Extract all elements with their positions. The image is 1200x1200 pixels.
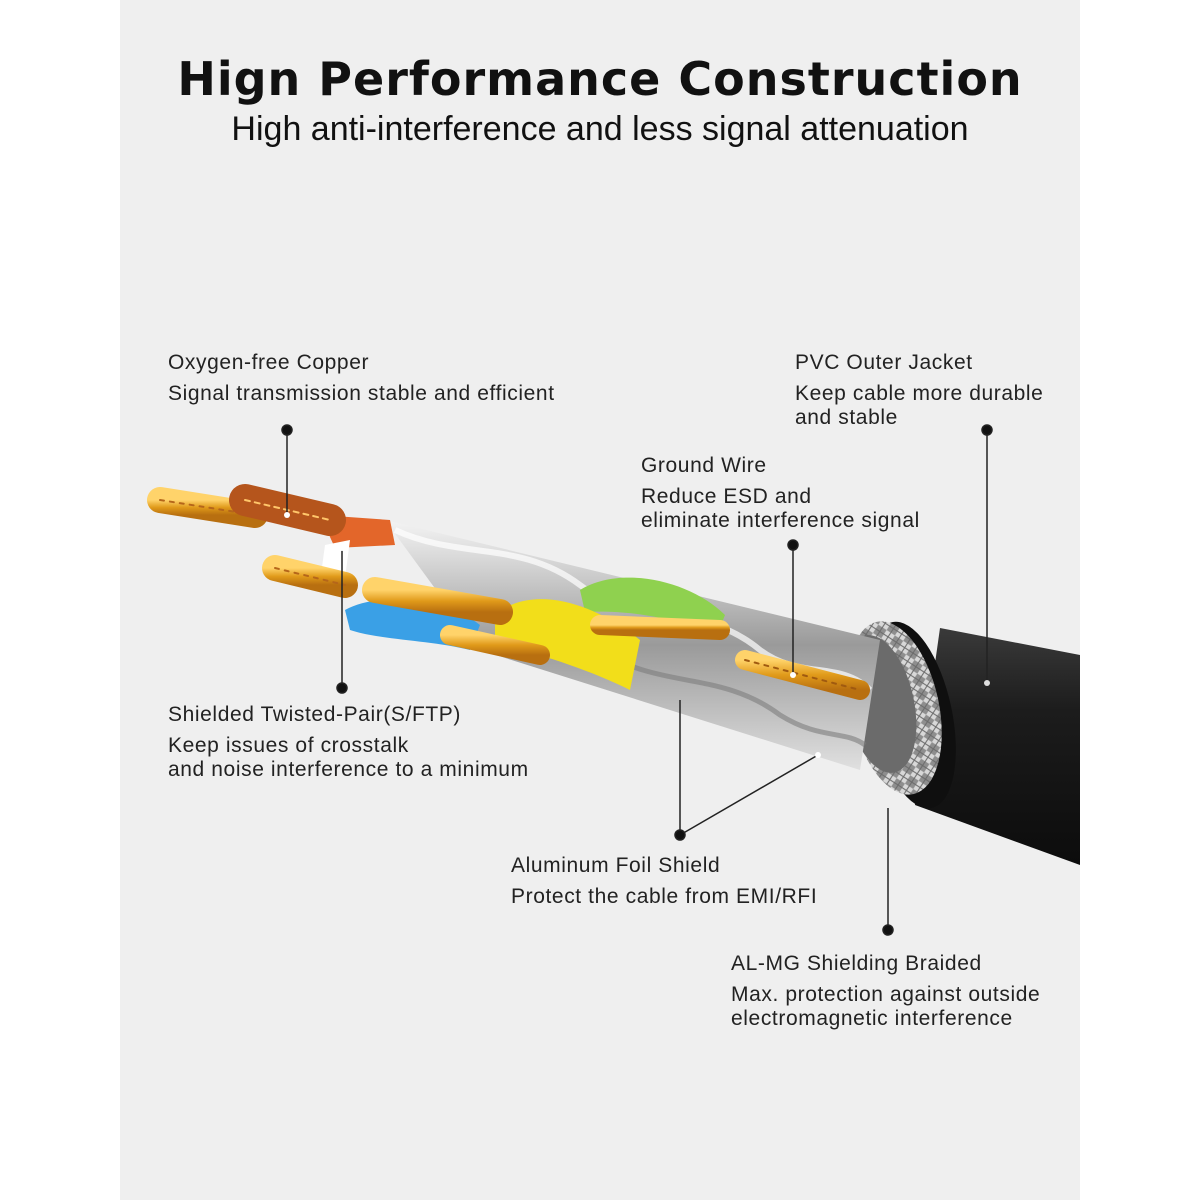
callout-title: Shielded Twisted-Pair(S/FTP) <box>168 703 462 726</box>
callout-oxygen-free-copper: Oxygen-free Copper Signal transmission s… <box>168 350 555 406</box>
callout-desc-line: and noise interference to a minimum <box>168 758 529 781</box>
callout-desc-line: Max. protection against outside <box>731 983 1041 1006</box>
callout-desc-line: and stable <box>795 406 898 429</box>
callout-desc-line: eliminate interference signal <box>641 509 920 532</box>
leader-lines <box>281 424 993 936</box>
callout-shielded-twisted-pair: Shielded Twisted-Pair(S/FTP) Keep issues… <box>168 702 529 782</box>
callout-desc-line: Keep cable more durable <box>795 382 1044 405</box>
callout-desc-line: Reduce ESD and <box>641 485 812 508</box>
callout-pvc-outer-jacket: PVC Outer Jacket Keep cable more durable… <box>795 350 1043 430</box>
callout-title: Ground Wire <box>641 454 767 477</box>
callout-desc-line: Signal transmission stable and efficient <box>168 382 555 405</box>
callout-aluminum-foil-shield: Aluminum Foil Shield Protect the cable f… <box>511 853 817 909</box>
callout-ground-wire: Ground Wire Reduce ESD and eliminate int… <box>641 453 920 533</box>
page-title: Hign Performance Construction <box>177 52 1023 106</box>
page-subtitle: High anti-interference and less signal a… <box>231 110 969 148</box>
callout-desc-line: Keep issues of crosstalk <box>168 734 409 757</box>
callout-desc-line: electromagnetic interference <box>731 1007 1013 1030</box>
callout-title: PVC Outer Jacket <box>795 351 973 374</box>
callout-title: Oxygen-free Copper <box>168 351 370 374</box>
callout-desc-line: Protect the cable from EMI/RFI <box>511 885 818 908</box>
callout-title: Aluminum Foil Shield <box>511 854 721 877</box>
callout-almg-shielding-braided: AL-MG Shielding Braided Max. protection … <box>731 951 1040 1031</box>
callout-title: AL-MG Shielding Braided <box>731 952 982 975</box>
